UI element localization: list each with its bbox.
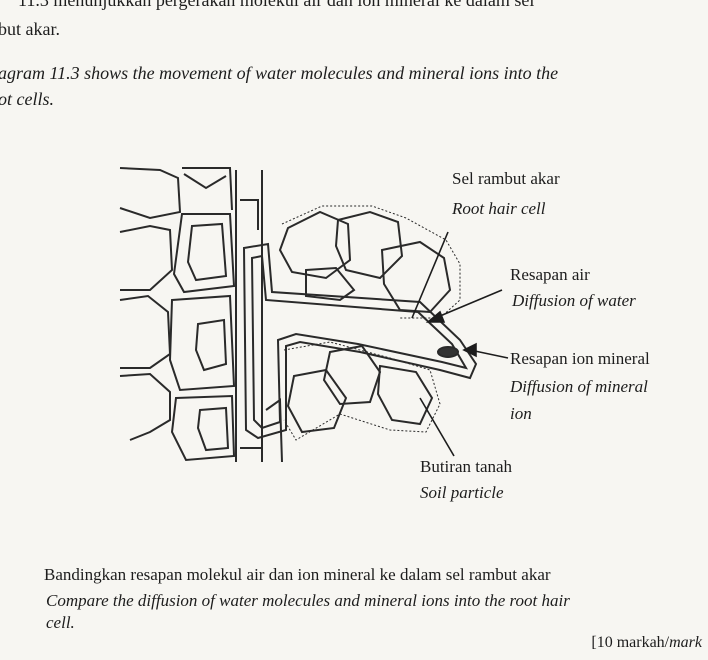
cortex-cell: [119, 224, 174, 291]
intro-en-line1: agram 11.3 shows the movement of water m…: [0, 63, 559, 83]
cortex-cell: [182, 167, 233, 211]
question-en-line2: cell.: [46, 613, 75, 632]
root-hair-cell: [242, 242, 478, 440]
intro-en-line2: ot cells.: [0, 89, 54, 109]
question-en-line1: Compare the diffusion of water molecules…: [46, 591, 570, 610]
label-diffusion-water-en: Diffusion of water: [512, 291, 636, 310]
label-soil-particle-ms: Butiran tanah: [420, 457, 513, 476]
intro-cropped-line: 11.3 menunjukkan pergerakan molekul air …: [0, 0, 708, 11]
label-diffusion-mineral-ms: Resapan ion mineral: [510, 349, 650, 368]
cortex-cell: [168, 294, 236, 392]
label-diffusion-mineral-en-1: Diffusion of mineral: [510, 377, 648, 396]
cortex-cell: [194, 318, 228, 372]
cortex-cell: [186, 222, 228, 282]
soil-particle: [322, 344, 382, 406]
cortex-cell: [172, 213, 236, 294]
soil-particle: [380, 240, 452, 314]
soil-particle: [376, 364, 434, 426]
cortex-cell: [170, 394, 236, 462]
cortex-cell: [119, 372, 171, 441]
marks-label: [10 markah/mark: [591, 634, 702, 652]
label-diffusion-water-ms: Resapan air: [510, 265, 590, 284]
cortex-cell: [196, 406, 230, 452]
question-ms: Bandingkan resapan molekul air dan ion m…: [44, 565, 551, 584]
cortex-cell: [119, 167, 182, 220]
marks-ms: [10 markah/: [591, 634, 670, 651]
intro-ms-line1: 11.3 menunjukkan pergerakan molekul air …: [18, 0, 535, 10]
soil-particle: [305, 266, 356, 302]
label-diffusion-mineral-en-2: ion: [510, 404, 532, 423]
soil-particle: [278, 210, 352, 280]
label-root-hair-cell-ms: Sel rambut akar: [452, 169, 560, 188]
intro-ms-line2: but akar.: [0, 19, 60, 39]
cortex-cell: [119, 294, 172, 369]
label-root-hair-cell-en: Root hair cell: [452, 199, 546, 218]
marks-en: mark: [669, 634, 702, 651]
label-soil-particle-en: Soil particle: [420, 483, 504, 502]
soil-particle: [286, 368, 348, 434]
soil-particle: [334, 210, 404, 280]
cortex-cell: [183, 173, 227, 190]
